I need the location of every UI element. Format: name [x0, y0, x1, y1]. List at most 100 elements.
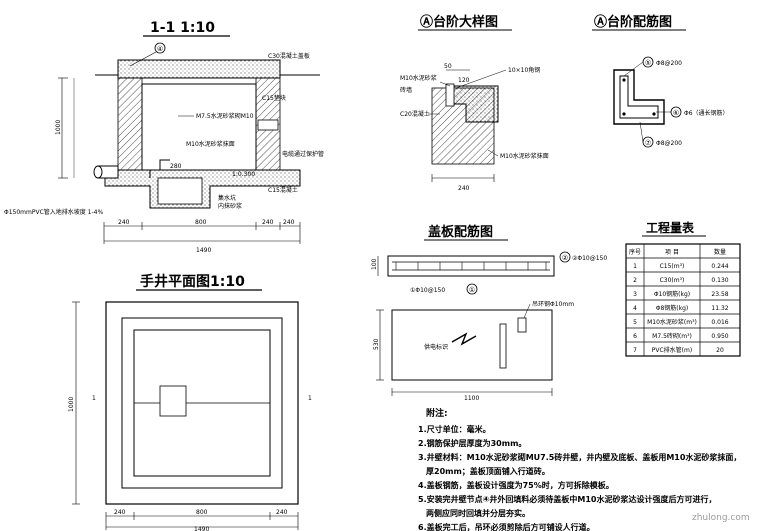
table-cell: M10水泥砂浆(m³) — [647, 318, 697, 326]
cover-joint — [499, 323, 507, 369]
table-cell: 0.016 — [711, 319, 728, 326]
table-cell: 4 — [633, 305, 637, 312]
label-m10-bottom: M10水泥砂浆抹面 — [500, 152, 549, 160]
dim-height: 1000 — [55, 120, 62, 135]
inner-chamber — [141, 83, 257, 171]
dim-240: 240 — [458, 185, 470, 192]
dim-bottom-2: 800 — [195, 219, 207, 226]
label-angle-steel: 10×10角钢 — [508, 66, 540, 74]
cover-dim-width: 1100 — [464, 395, 479, 402]
label-cable: 电缆通过保护管 — [282, 150, 324, 158]
table-cell: 0.130 — [711, 277, 728, 284]
plan-dim-3: 240 — [276, 509, 288, 516]
left-wall — [117, 77, 143, 171]
sign-label: 供电标识 — [424, 343, 448, 351]
ledge-detail: Ⓐ台阶大样图 50 120 240 M10水泥砂浆 砖墙 C20混凝土 10×1… — [400, 14, 549, 192]
notes-heading: 附注: — [426, 407, 448, 419]
leader — [129, 51, 157, 67]
label-c15-top: C15垫块 — [262, 94, 286, 102]
table-cell: C30(m³) — [660, 277, 685, 284]
label-c20: C20混凝土 — [400, 110, 430, 118]
note-1: 1.尺寸单位：毫米。 — [418, 424, 491, 434]
leader — [455, 69, 507, 89]
plan-dim-1: 240 — [114, 509, 126, 516]
watermark: zhulong.com — [692, 513, 750, 523]
rebar-inner — [619, 75, 659, 119]
table-cell: 7 — [633, 347, 637, 354]
lightning-sign-icon — [451, 332, 477, 346]
plan-dim-side: 1000 — [68, 397, 75, 412]
sump-pit — [157, 177, 203, 205]
table-cell: 23.58 — [711, 291, 728, 298]
cover-bars — [392, 261, 550, 271]
section-view: 1-1 1:10 ④ C30混凝土盖板 C15垫块 M7.5水泥砂浆砌M10 M… — [4, 20, 324, 254]
table-cell: PVC排水管(m) — [652, 346, 692, 354]
dim-ticks — [103, 222, 301, 244]
rebar-dot — [622, 112, 626, 116]
dim-120: 120 — [458, 77, 470, 84]
ledge-detail-title: Ⓐ台阶大样图 — [420, 14, 498, 30]
quantities-title: 工程量表 — [646, 220, 695, 235]
cover-bar-2-label: ②Φ10@150 — [572, 255, 607, 262]
pipe-end — [93, 165, 103, 179]
cover-dim-height: 530 — [373, 338, 380, 350]
dim-bottom-1: 240 — [118, 219, 130, 226]
label-wall: M7.5水泥砂浆砌M10 — [196, 112, 254, 120]
marker-7: ⑦ — [645, 139, 651, 147]
step-line — [149, 159, 170, 178]
cover-slab — [117, 59, 281, 79]
cover-rebar-title: 盖板配筋图 — [428, 224, 493, 240]
section-mark-left: 1 — [92, 395, 96, 402]
table-cell: 20 — [716, 347, 724, 354]
note-3: 3.井壁材料：M10水泥砂浆砌MU7.5砖井壁，井内壁及底板、盖板用M10水泥砂… — [418, 452, 741, 462]
table-cell: 11.32 — [711, 305, 728, 312]
table-cell: 0.244 — [711, 263, 728, 270]
table-header-cell: 数量 — [714, 248, 726, 256]
plan-wall — [121, 317, 283, 489]
note-5b: 两侧应同时回填并分层夯实。 — [426, 508, 530, 518]
cover-rebar: 盖板配筋图 100 ② ②Φ10@150 ① ①Φ10@150 供电标识 — [371, 224, 607, 402]
table-cell: 2 — [633, 277, 637, 284]
label-sump2: 内抹砂浆 — [218, 202, 242, 210]
rebar-label-1: Φ8@200 — [656, 60, 682, 67]
marker-1: ① — [469, 286, 475, 294]
table-header-cell: 序号 — [629, 248, 641, 256]
dim-small: 280 — [170, 163, 182, 170]
marker-6: ⑥ — [673, 109, 679, 117]
table-cell: 1 — [633, 263, 637, 270]
dim-bottom-3: 240 — [262, 219, 274, 226]
rebar-dot — [652, 112, 656, 116]
marker-circle — [559, 251, 571, 263]
detail-marker-circle — [154, 42, 166, 54]
table-cell: C15(m³) — [660, 263, 685, 270]
table-cell: 3 — [633, 291, 637, 298]
dim-50: 50 — [444, 63, 452, 70]
dim-bottom-4: 240 — [283, 219, 295, 226]
label-ledge-wall: 砖墙 — [400, 86, 412, 94]
section-mark-right: 1 — [308, 395, 312, 402]
base-slab — [104, 169, 301, 209]
ledge-rebar: Ⓐ台阶配筋图 ⑤ Φ8@200 ⑥ Φ6（通长钢筋） ⑦ Φ8@200 — [592, 14, 729, 148]
note-4: 4.盖板钢筋，盖板设计强度为75%时，方可拆除模板。 — [418, 480, 614, 490]
table-cell: 5 — [633, 319, 637, 326]
plan-dim-2: 800 — [196, 509, 208, 516]
label-cover: C30混凝土盖板 — [268, 52, 310, 60]
note-2: 2.钢筋保护层厚度为30mm。 — [418, 438, 526, 448]
table-cell: 6 — [633, 333, 637, 340]
table-header-cell: 项 目 — [665, 249, 679, 256]
rebar-label-3: Φ8@200 — [656, 140, 682, 147]
note-5: 5.安装完井壁节点④井外回填料必须待盖板中M10水泥砂浆达设计强度后方可进行， — [418, 494, 716, 504]
plan-dim-ticks — [105, 512, 299, 530]
label-mortar-fill: M10水泥砂浆 — [400, 74, 437, 82]
label-sump: 集水坑 — [218, 194, 236, 202]
ledge-rebar-title: Ⓐ台阶配筋图 — [594, 14, 672, 30]
angle-steel — [445, 83, 455, 107]
marker-5: ⑤ — [645, 59, 651, 67]
label-pipe: Φ150mmPVC管入地排水坡度 1-4% — [4, 208, 103, 216]
plan-dim-total: 1490 — [194, 526, 209, 531]
dim-total: 1490 — [196, 247, 211, 254]
plan-outer — [105, 301, 299, 505]
